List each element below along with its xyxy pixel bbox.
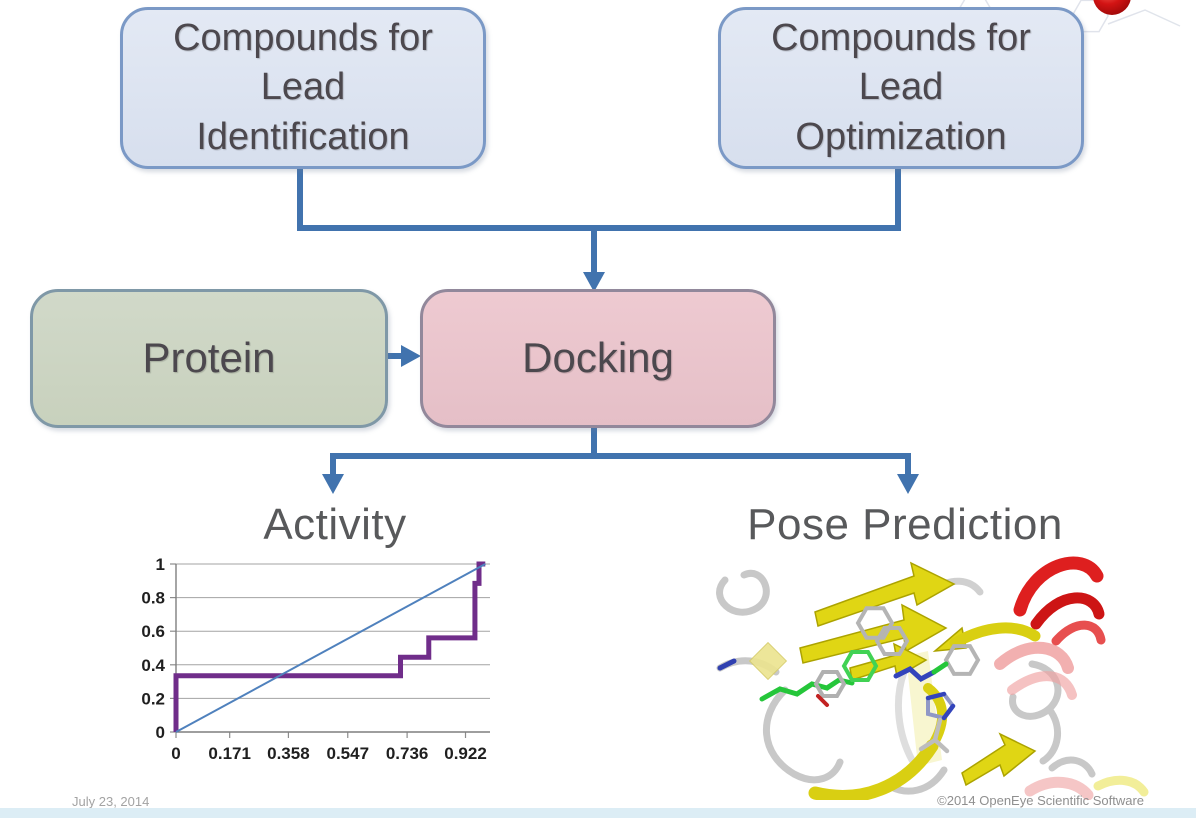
flow-box-docking: Docking bbox=[420, 289, 776, 428]
y-tick-label: 0.4 bbox=[141, 656, 165, 675]
x-tick-label: 0.736 bbox=[386, 744, 429, 763]
series-roc-curve bbox=[173, 561, 486, 732]
flow-box-protein-label: Protein bbox=[142, 334, 276, 382]
flow-box-lead-optimization: Compounds for Lead Optimization bbox=[718, 7, 1084, 169]
x-tick-label: 0.547 bbox=[326, 744, 369, 763]
alpha-helices bbox=[994, 556, 1106, 800]
protein-structure-image bbox=[716, 556, 1149, 800]
activity-roc-chart: 0 0.2 0.4 0.6 0.8 1 0 0.171 0.358 0.547 0.736 0.922 bbox=[141, 555, 490, 763]
x-tick-label: 0 bbox=[171, 744, 180, 763]
series-random-diagonal bbox=[175, 563, 486, 733]
flow-box-lead-identification-label: Compounds for Lead Identification bbox=[173, 16, 433, 158]
y-tick-label: 1 bbox=[156, 555, 165, 574]
copyright-notice: ©2014 OpenEye Scientific Software bbox=[937, 793, 1144, 808]
activity-heading: Activity bbox=[263, 500, 407, 549]
y-tick-label: 0.8 bbox=[141, 589, 165, 608]
loop-blue-tip bbox=[717, 658, 737, 671]
x-tick-label: 0.171 bbox=[208, 744, 251, 763]
flow-box-lead-identification: Compounds for Lead Identification bbox=[120, 7, 486, 169]
bottom-strip-decoration bbox=[0, 808, 1196, 818]
flow-box-lead-optimization-label: Compounds for Lead Optimization bbox=[771, 16, 1031, 158]
flow-box-docking-label: Docking bbox=[522, 334, 674, 382]
x-tick-label: 0.922 bbox=[444, 744, 487, 763]
y-tick-label: 0 bbox=[156, 723, 165, 742]
ligand-sticks bbox=[759, 606, 981, 754]
pose-prediction-heading: Pose Prediction bbox=[747, 500, 1063, 549]
flow-box-protein: Protein bbox=[30, 289, 388, 428]
red-sphere-decoration bbox=[1093, 0, 1131, 15]
y-tick-label: 0.6 bbox=[141, 622, 165, 641]
x-tick-label: 0.358 bbox=[267, 744, 310, 763]
slide-date: July 23, 2014 bbox=[72, 794, 150, 809]
pale-diamond bbox=[748, 641, 788, 681]
y-tick-label: 0.2 bbox=[141, 689, 165, 708]
